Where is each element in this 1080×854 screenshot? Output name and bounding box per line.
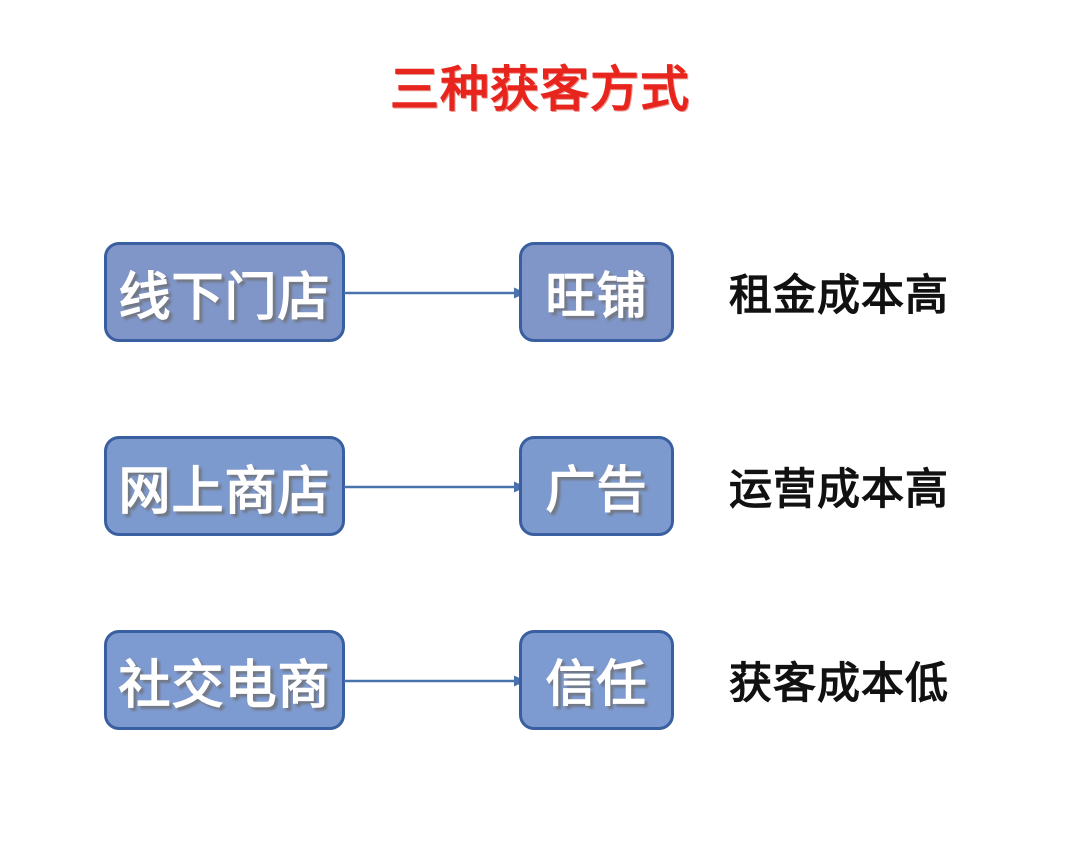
source-box[interactable]: 网上商店 [104,436,345,536]
page-title: 三种获客方式 [389,63,690,117]
source-box[interactable]: 社交电商 [104,630,345,730]
target-box[interactable]: 信任 [519,630,674,730]
target-box[interactable]: 广告 [519,436,674,536]
target-box[interactable]: 旺铺 [519,242,674,342]
arrow-right-icon [344,481,526,493]
flow-row: 社交电商 信任 获客成本低 [0,630,1080,734]
flow-row: 网上商店 广告 运营成本高 [0,436,1080,540]
outcome-note: 运营成本高 [729,466,949,514]
source-box[interactable]: 线下门店 [104,242,345,342]
flow-row: 线下门店 旺铺 租金成本高 [0,242,1080,346]
arrow-connector [344,480,526,494]
outcome-note: 租金成本高 [729,272,949,320]
arrow-connector [344,286,526,300]
arrow-right-icon [344,675,526,687]
arrow-connector [344,674,526,688]
arrow-right-icon [344,287,526,299]
outcome-note: 获客成本低 [729,660,949,708]
